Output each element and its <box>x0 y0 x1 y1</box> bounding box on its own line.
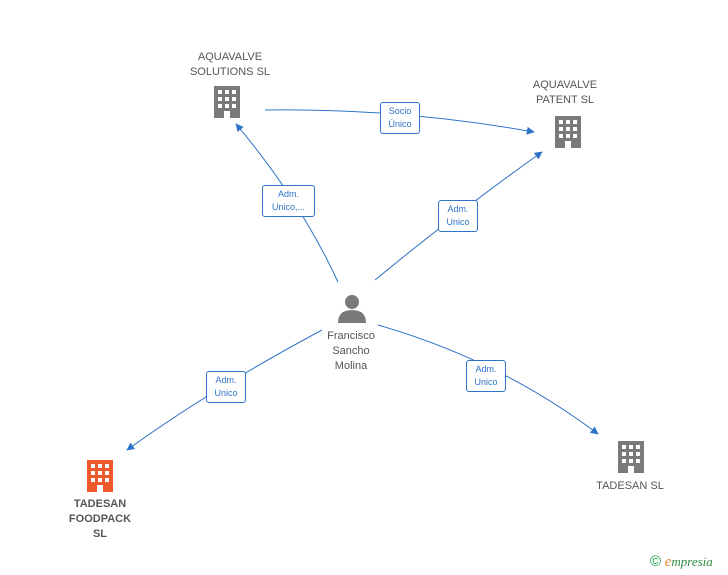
edge-label-line: Único <box>388 119 412 129</box>
edge-label-line: Socio <box>388 106 412 116</box>
node-label-line: AQUAVALVE <box>532 79 598 91</box>
building-icon-tadesan-foodpack <box>87 460 113 492</box>
node-label-line: Molina <box>334 360 368 372</box>
edge-label-line: Unico,... <box>271 202 305 212</box>
node-tadesan[interactable]: TADESAN SL <box>580 479 680 494</box>
node-label-line: Francisco <box>327 330 375 342</box>
edge-label-line: Adm. <box>475 364 497 374</box>
brand-initial: e <box>664 554 672 570</box>
copyright-icon: © <box>650 553 662 570</box>
node-tadesan-foodpack[interactable]: TADESAN FOODPACK SL <box>50 497 150 542</box>
edge-label-adm-patent[interactable]: Adm. Unico <box>438 200 478 232</box>
edge-label-line: Unico <box>474 377 498 387</box>
node-person[interactable]: Francisco Sancho Molina <box>305 329 397 374</box>
edge-label-adm-solutions[interactable]: Adm. Unico,... <box>262 185 315 217</box>
node-label-line: FOODPACK <box>68 513 132 525</box>
brand-rest: mpresia <box>671 554 713 569</box>
edge-label-line: Unico <box>446 217 470 227</box>
node-label-line: PATENT SL <box>535 94 595 106</box>
edge-label-line: Unico <box>214 388 238 398</box>
person-icon <box>338 295 366 323</box>
edge-label-adm-tadesan[interactable]: Adm. Unico <box>466 360 506 392</box>
footer-brand[interactable]: © empresia <box>650 553 713 571</box>
building-icon-tadesan <box>618 441 644 473</box>
node-label-line: TADESAN <box>73 498 127 510</box>
edge-label-socio-unico[interactable]: Socio Único <box>380 102 420 134</box>
building-icon-aquavalve-solutions <box>214 86 240 118</box>
node-label-line: Sancho <box>332 345 370 357</box>
node-label-line: TADESAN SL <box>596 480 664 492</box>
node-aquavalve-patent[interactable]: AQUAVALVE PATENT SL <box>510 78 620 108</box>
edge-label-line: Adm. <box>447 204 469 214</box>
node-aquavalve-solutions[interactable]: AQUAVALVE SOLUTIONS SL <box>170 50 290 80</box>
node-label-line: SOLUTIONS SL <box>189 66 271 78</box>
building-icon-aquavalve-patent <box>555 116 581 148</box>
node-label-line: AQUAVALVE <box>197 51 263 63</box>
edge-label-adm-foodpack[interactable]: Adm. Unico <box>206 371 246 403</box>
edge-label-line: Adm. <box>215 375 237 385</box>
brand-logo: empresia <box>664 554 713 570</box>
edge-label-line: Adm. <box>277 189 299 199</box>
node-label-line: SL <box>92 528 108 540</box>
